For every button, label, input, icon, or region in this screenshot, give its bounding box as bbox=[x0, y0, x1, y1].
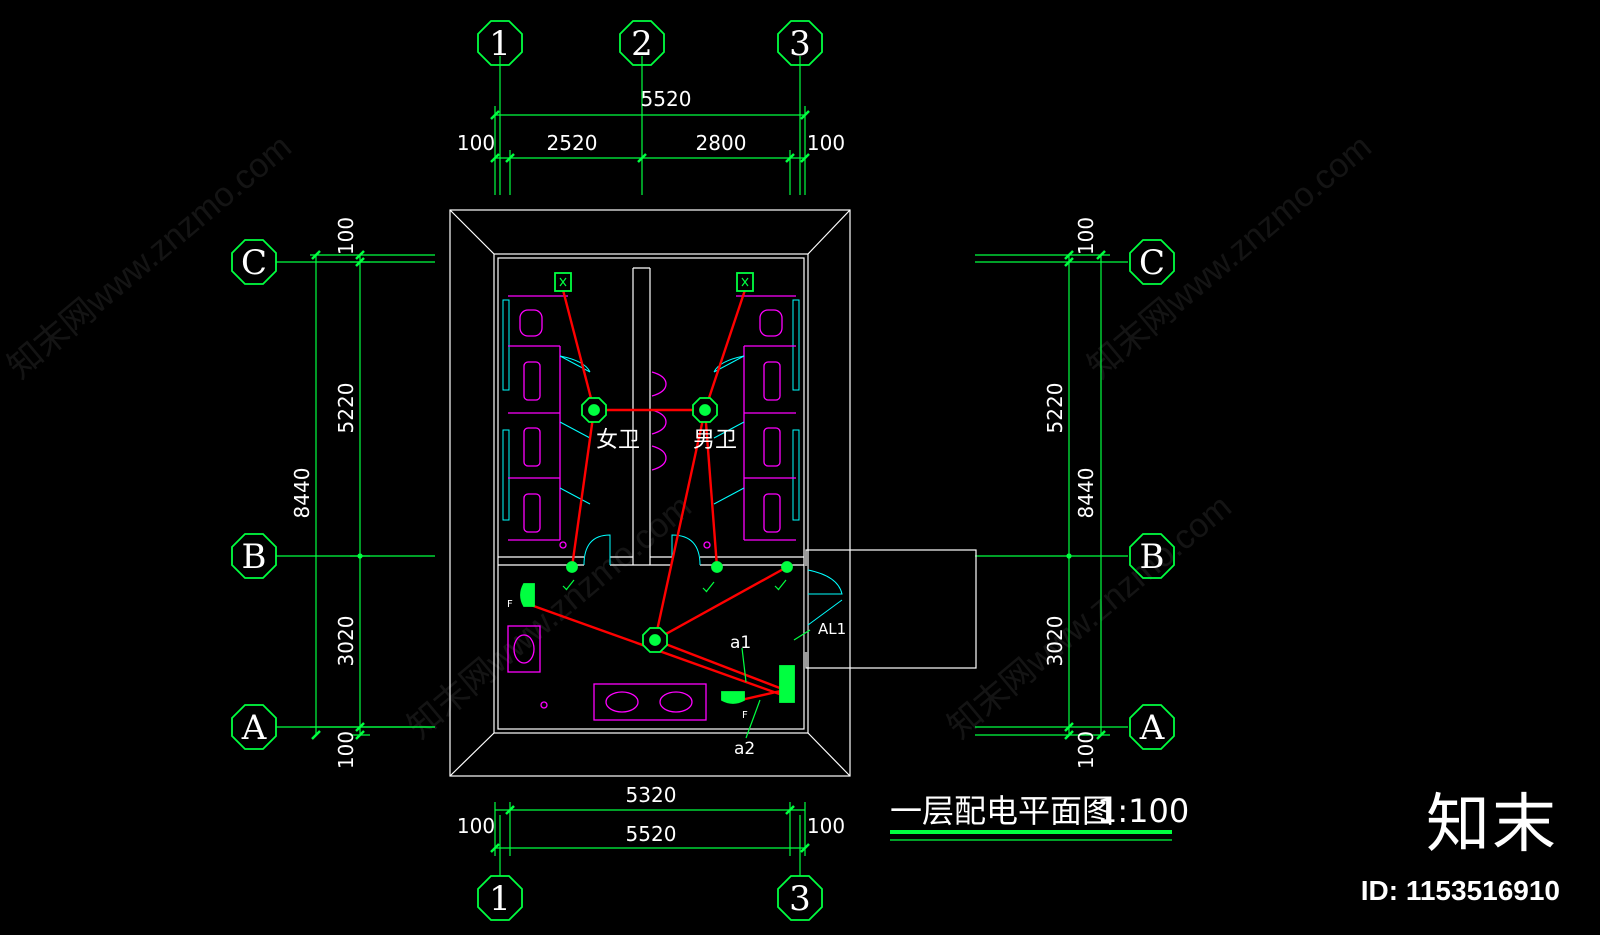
wall-light-icon bbox=[781, 561, 793, 573]
toilet-stalls bbox=[507, 295, 796, 721]
dim-top-total: 5520 bbox=[641, 87, 692, 111]
dim-bottom-right-margin: 100 bbox=[807, 814, 845, 838]
axis-label-a-right: A bbox=[1139, 708, 1165, 748]
axis-label-b-right: B bbox=[1140, 537, 1165, 577]
fan-label: F bbox=[742, 710, 748, 721]
exhaust-fan-icon bbox=[554, 272, 572, 292]
room-label-men: 男卫 bbox=[693, 428, 737, 453]
axis-bubble-1-bottom bbox=[477, 875, 523, 921]
axis-label-c-right: C bbox=[1139, 243, 1165, 283]
right-dimensions bbox=[975, 250, 1110, 740]
axis-bubble-a-left bbox=[231, 704, 277, 750]
wall-light-icon bbox=[566, 561, 578, 573]
axis-bubbles bbox=[231, 20, 1175, 921]
dim-bottom-left-margin: 100 bbox=[457, 814, 495, 838]
circuit-label-a1: a1 bbox=[730, 633, 751, 653]
axis-label-3-bottom: 3 bbox=[789, 879, 811, 919]
top-dimensions bbox=[490, 106, 810, 195]
dim-left-total: 8440 bbox=[290, 468, 314, 519]
brand-logo: 知末 bbox=[1426, 788, 1558, 862]
dim-top-left-margin: 100 bbox=[457, 131, 495, 155]
axis-bubble-2-top bbox=[619, 20, 665, 66]
distribution-panel-icon bbox=[779, 665, 795, 703]
axis-label-2-top: 2 bbox=[631, 24, 653, 64]
ceiling-light-icon bbox=[692, 397, 718, 423]
dim-left-bottom-margin: 100 bbox=[334, 731, 358, 769]
axis-label-1-bottom: 1 bbox=[489, 879, 511, 919]
dim-top-left-span: 2520 bbox=[547, 131, 598, 155]
ceiling-light-icon bbox=[642, 627, 668, 653]
wall-light-icon bbox=[711, 561, 723, 573]
axis-lines bbox=[276, 56, 1128, 876]
bottom-dimensions bbox=[490, 802, 810, 856]
axis-label-3-top: 3 bbox=[789, 24, 811, 64]
axis-label-a-left: A bbox=[241, 708, 267, 748]
wall-fan-icon bbox=[520, 583, 535, 607]
dim-right-lower: 3020 bbox=[1043, 616, 1067, 667]
axis-label-1-top: 1 bbox=[489, 24, 511, 64]
panel-label: AL1 bbox=[818, 620, 846, 638]
dim-top-right-span: 2800 bbox=[696, 131, 747, 155]
dim-left-upper: 5220 bbox=[334, 383, 358, 434]
dim-bottom-inner: 5320 bbox=[626, 783, 677, 807]
dim-left-lower: 3020 bbox=[334, 616, 358, 667]
dim-right-bottom-margin: 100 bbox=[1074, 731, 1098, 769]
dim-bottom-total: 5520 bbox=[626, 822, 677, 846]
axis-bubble-c-right bbox=[1129, 239, 1175, 285]
room-label-women: 女卫 bbox=[596, 428, 640, 453]
ceiling-light-icon bbox=[581, 397, 607, 423]
dim-right-upper: 5220 bbox=[1043, 383, 1067, 434]
axis-bubble-3-top bbox=[777, 20, 823, 66]
drawing-title: 一层配电平面图 1:100 bbox=[890, 792, 1189, 841]
doors bbox=[559, 355, 843, 626]
dim-right-total: 8440 bbox=[1074, 468, 1098, 519]
wiring bbox=[527, 289, 788, 704]
axis-bubble-a-right bbox=[1129, 704, 1175, 750]
axis-label-b-left: B bbox=[242, 537, 267, 577]
axis-bubble-b-right bbox=[1129, 533, 1175, 579]
axis-bubble-c-left bbox=[231, 239, 277, 285]
electrical-fixtures bbox=[520, 272, 811, 739]
watermark-text: 知末网www.znzmo.com bbox=[401, 488, 699, 747]
dim-right-top-margin: 100 bbox=[1074, 217, 1098, 255]
dim-top-right-margin: 100 bbox=[807, 131, 845, 155]
dim-left-top-margin: 100 bbox=[334, 217, 358, 255]
fan-label: F bbox=[507, 599, 513, 610]
building-walls bbox=[449, 209, 977, 777]
axis-bubble-b-left bbox=[231, 533, 277, 579]
drawing-title-text: 一层配电平面图 bbox=[890, 792, 1114, 830]
watermark-text: 知末网www.znzmo.com bbox=[1081, 128, 1379, 387]
axis-bubble-3-bottom bbox=[777, 875, 823, 921]
image-id-label: ID: 1153516910 bbox=[1360, 875, 1560, 906]
watermark-text: 知末网www.znzmo.com bbox=[941, 488, 1239, 747]
windows bbox=[502, 299, 800, 521]
exhaust-fan-icon bbox=[736, 272, 754, 292]
axis-label-c-left: C bbox=[241, 243, 267, 283]
circuit-label-a2: a2 bbox=[734, 739, 755, 759]
axis-bubble-1-top bbox=[477, 20, 523, 66]
drawing-title-scale: 1:100 bbox=[1097, 792, 1189, 830]
wall-fan-icon bbox=[721, 691, 745, 704]
left-dimensions bbox=[310, 250, 435, 740]
